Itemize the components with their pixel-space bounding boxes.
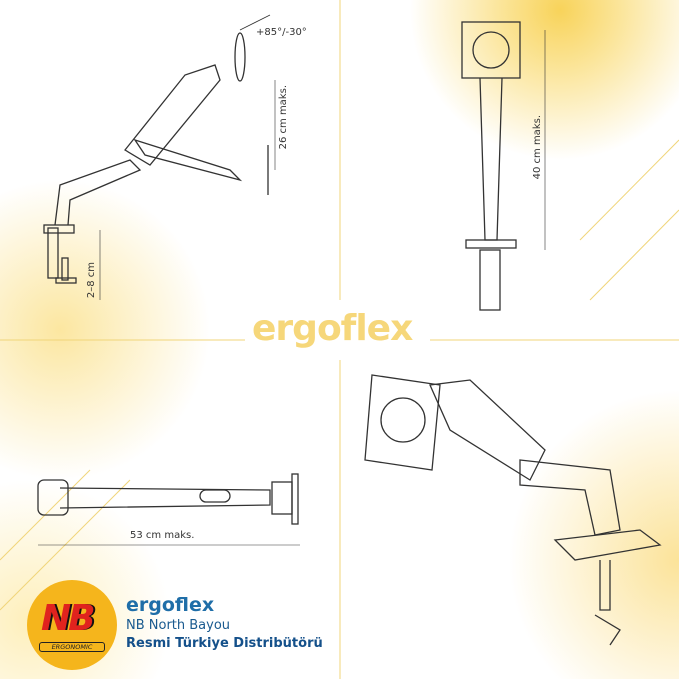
side-view-drawing [43, 14, 276, 300]
top-view-drawing [37, 473, 300, 546]
brand-watermark: ergoflex [252, 308, 413, 349]
logo-text: NB [41, 598, 96, 639]
clamp-label: 2–8 cm [86, 262, 97, 299]
perspective-drawing [364, 374, 662, 646]
nb-logo: NB ERGONOMIC [27, 580, 117, 670]
footer-brand: ergoflex [126, 594, 215, 616]
vertical-label: 40 cm maks. [532, 115, 543, 180]
footer-line1: NB North Bayou [126, 618, 231, 633]
height-label: 26 cm maks. [278, 85, 289, 150]
front-view-drawing [461, 21, 546, 311]
tilt-label: +85°/-30° [256, 27, 307, 38]
footer-line2: Resmi Türkiye Distribütörü [126, 636, 323, 651]
logo-sub: ERGONOMIC [39, 642, 105, 652]
reach-label: 53 cm maks. [130, 530, 195, 541]
